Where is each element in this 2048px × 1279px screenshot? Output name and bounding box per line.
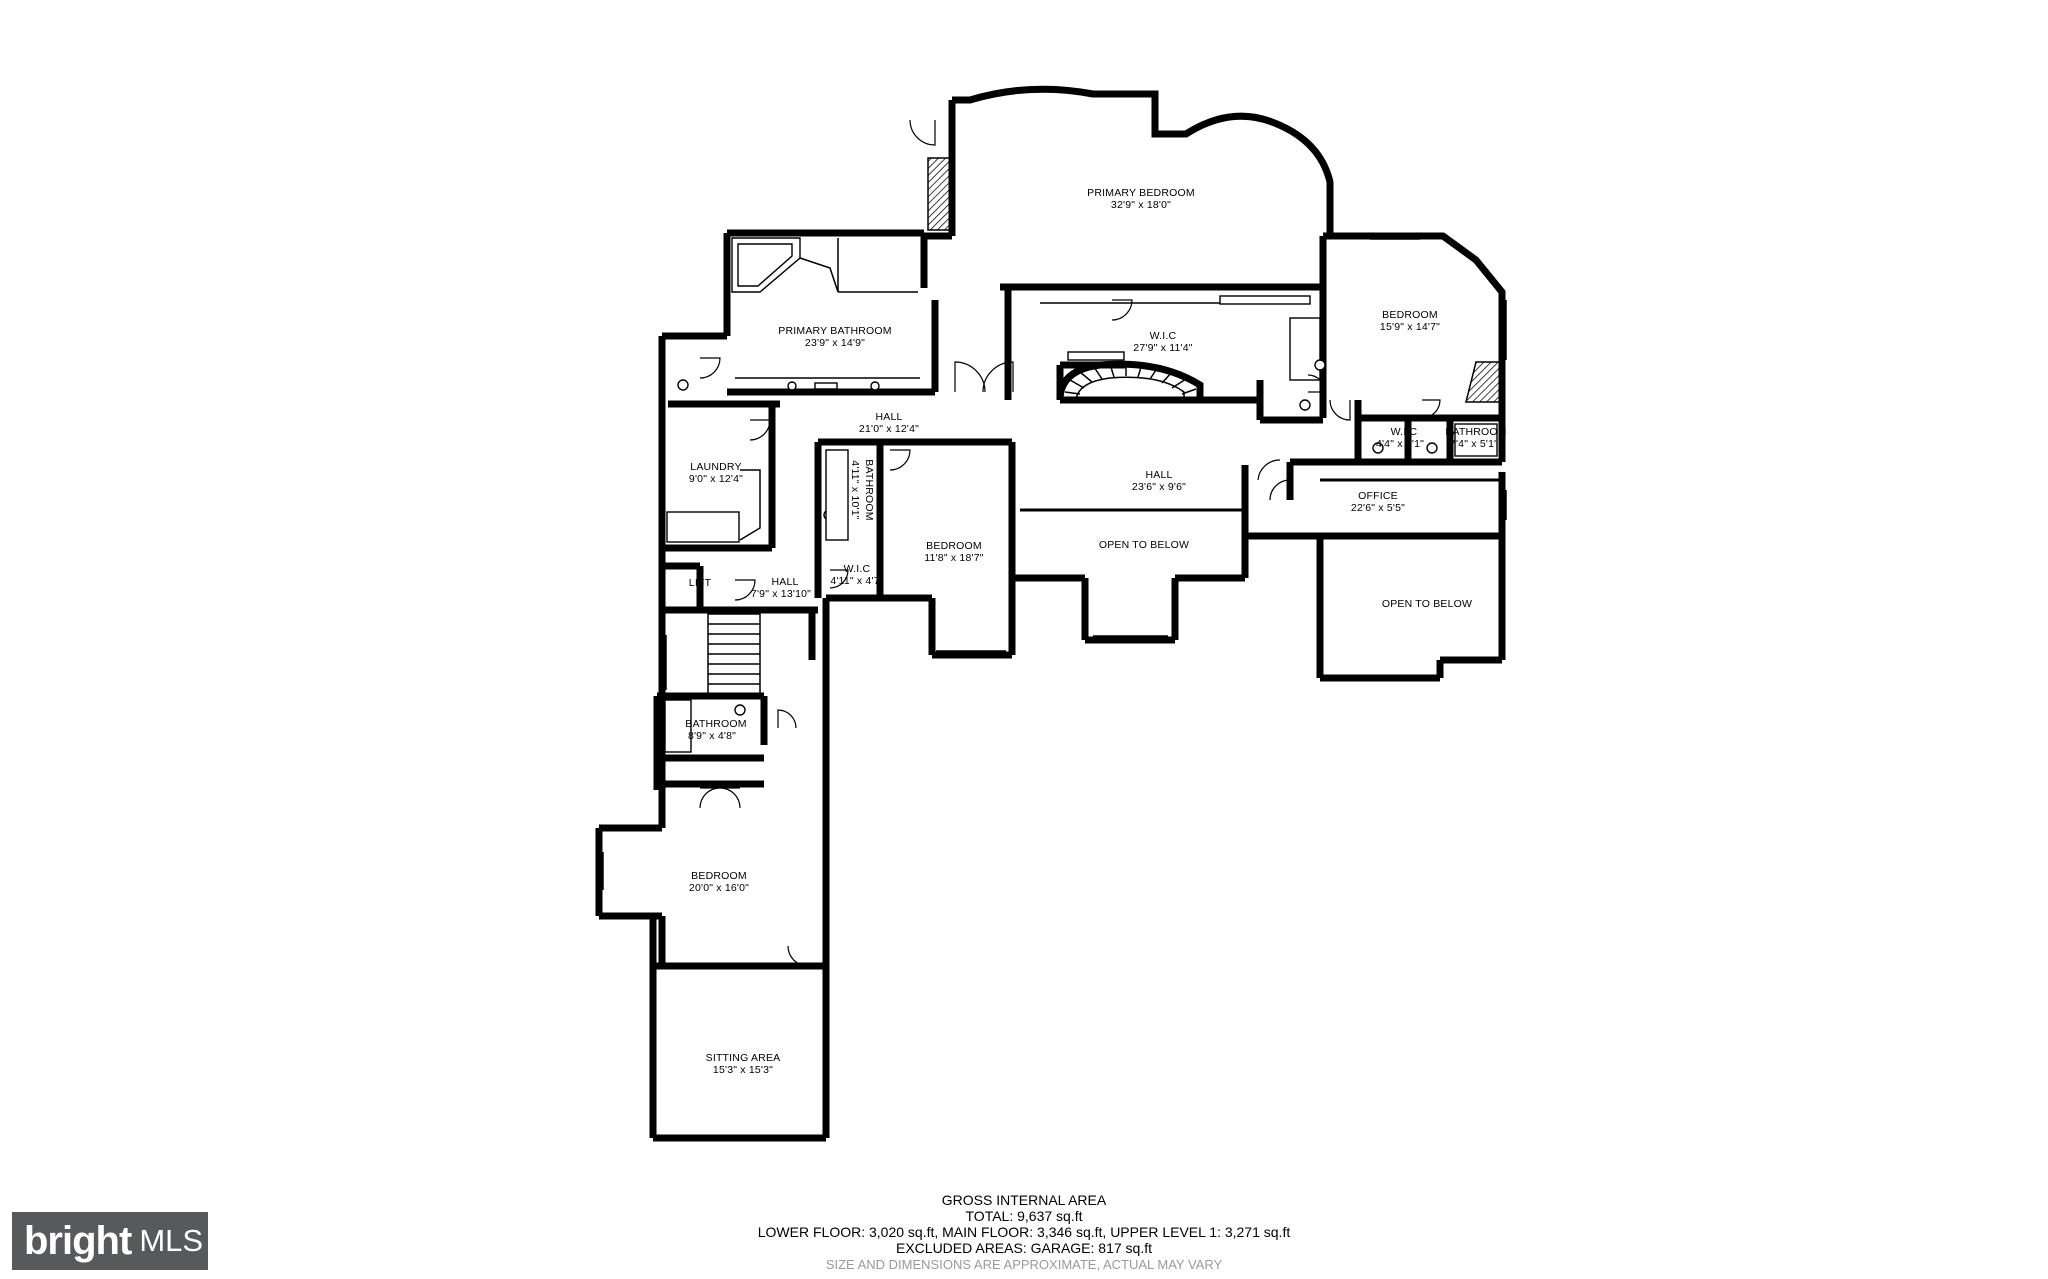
room-name: W.I.C [1391, 426, 1418, 438]
room-name: OFFICE [1358, 490, 1398, 502]
room-dims: 22'6" x 5'5" [1351, 502, 1405, 514]
room-name: BATHROOM [863, 459, 875, 521]
room-dims: 7'4" x 5'1" [1450, 438, 1498, 450]
room-name: W.I.C [1150, 330, 1177, 342]
room-dims: 32'9" x 18'0" [1111, 199, 1171, 211]
room-name: BEDROOM [1382, 309, 1438, 321]
area-excluded: EXCLUDED AREAS: GARAGE: 817 sq.ft [896, 1240, 1152, 1256]
room-name: PRIMARY BATHROOM [778, 325, 891, 337]
room-name: SITTING AREA [706, 1052, 781, 1064]
exterior-walls [595, 85, 1506, 1142]
room-name: HALL [1145, 469, 1172, 481]
room-name: HALL [771, 576, 798, 588]
room-dims: 4'11" x 4'7" [830, 575, 883, 587]
room-labels: PRIMARY BEDROOM 32'9" x 18'0" PRIMARY BA… [685, 187, 1507, 1076]
room-name: OPEN TO BELOW [1099, 539, 1189, 551]
room-dims: 23'9" x 14'9" [805, 337, 865, 349]
room-dims: 23'6" x 9'6" [1132, 481, 1186, 493]
disclaimer: SIZE AND DIMENSIONS ARE APPROXIMATE, ACT… [825, 1257, 1223, 1272]
room-dims: 7'9" x 13'10" [751, 588, 811, 600]
room-dims: 4'4" x 5'1" [1376, 438, 1424, 450]
interior-walls [662, 283, 1502, 660]
room-dims: 15'3" x 15'3" [713, 1064, 773, 1076]
bright-mls-logo: bright MLS [12, 1212, 208, 1270]
room-name: HALL [875, 411, 902, 423]
area-total: TOTAL: 9,637 sq.ft [965, 1208, 1083, 1224]
room-dims: 9'0" x 12'4" [689, 473, 743, 485]
room-dims: 4'11" x 10'1" [849, 460, 861, 519]
room-name: LAUNDRY [690, 461, 741, 473]
room-name: BEDROOM [691, 870, 747, 882]
area-floors: LOWER FLOOR: 3,020 sq.ft, MAIN FLOOR: 3,… [757, 1224, 1291, 1240]
fixtures [602, 157, 1507, 890]
area-title: GROSS INTERNAL AREA [941, 1192, 1107, 1208]
room-name: BEDROOM [926, 540, 982, 552]
room-dims: 20'0" x 16'0" [689, 882, 749, 894]
room-dims: 27'9" x 11'4" [1133, 342, 1192, 354]
room-name: PRIMARY BEDROOM [1087, 187, 1195, 199]
room-name: LIFT [689, 577, 712, 589]
logo-suffix: MLS [139, 1223, 204, 1258]
room-name: W.I.C [844, 563, 871, 575]
room-dims: 15'9" x 14'7" [1380, 321, 1440, 333]
room-name: BATHROOM [1445, 426, 1507, 438]
room-name: OPEN TO BELOW [1382, 598, 1472, 610]
room-name: BATHROOM [685, 718, 747, 730]
room-dims: 21'0" x 12'4" [859, 423, 919, 435]
room-dims: 8'9" x 4'8" [688, 730, 736, 742]
doors [699, 119, 1441, 967]
room-dims: 11'8" x 18'7" [924, 552, 983, 564]
logo-brand: bright [24, 1218, 132, 1263]
